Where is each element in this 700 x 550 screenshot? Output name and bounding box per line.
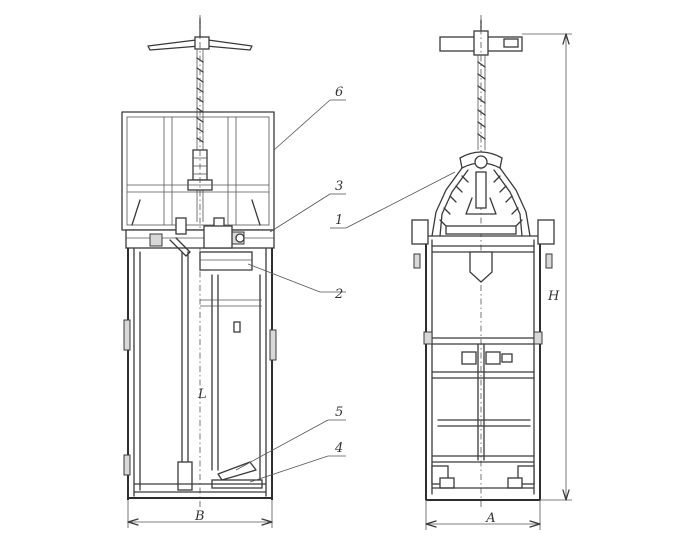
front-view-width-dimension [425, 500, 541, 530]
side-view-bottom [128, 461, 272, 499]
front-view [411, 15, 572, 530]
callout-2: 2 [334, 287, 343, 302]
inner-mark-label: L [197, 387, 207, 402]
callout-3: 3 [335, 179, 343, 194]
callout-6: 6 [335, 85, 343, 100]
callout-1: 1 [335, 213, 343, 228]
callout-5: 5 [335, 405, 343, 420]
callout-4: 4 [334, 441, 343, 456]
front-view-frame [411, 219, 555, 501]
front-view-height-dimension [522, 33, 572, 501]
side-view-top-beam [125, 217, 275, 257]
side-view-width-dimension [127, 500, 273, 528]
side-view [121, 15, 277, 528]
front-view-sling [431, 151, 531, 237]
side-view-mechanism [199, 251, 253, 271]
dimension-label-height: Н [547, 289, 560, 304]
side-view-upper-box [121, 111, 275, 231]
callout-leaders [235, 99, 456, 483]
side-view-frame [123, 247, 277, 500]
dimension-label-width-right: А [485, 511, 496, 526]
dimension-label-width-left: В [194, 509, 205, 524]
